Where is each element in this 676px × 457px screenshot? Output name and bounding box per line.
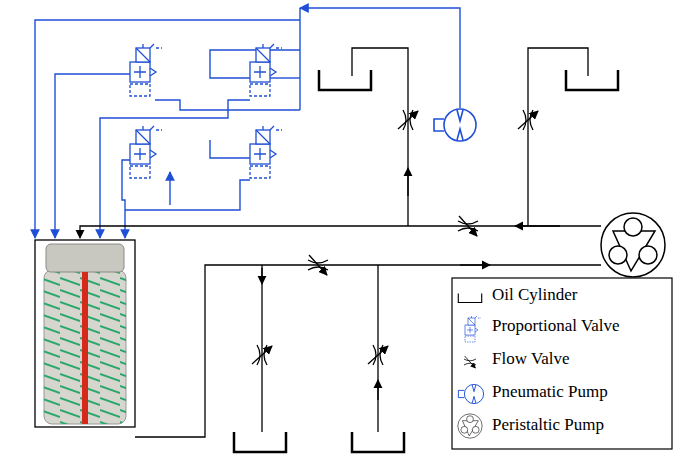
legend-text: Proportional Valve xyxy=(492,316,620,336)
legend-text: Pneumatic Pump xyxy=(492,382,608,402)
legend-text: Oil Cylinder xyxy=(492,285,577,305)
legend-text: Peristaltic Pump xyxy=(492,415,604,435)
legend-text: Flow Valve xyxy=(492,349,570,369)
